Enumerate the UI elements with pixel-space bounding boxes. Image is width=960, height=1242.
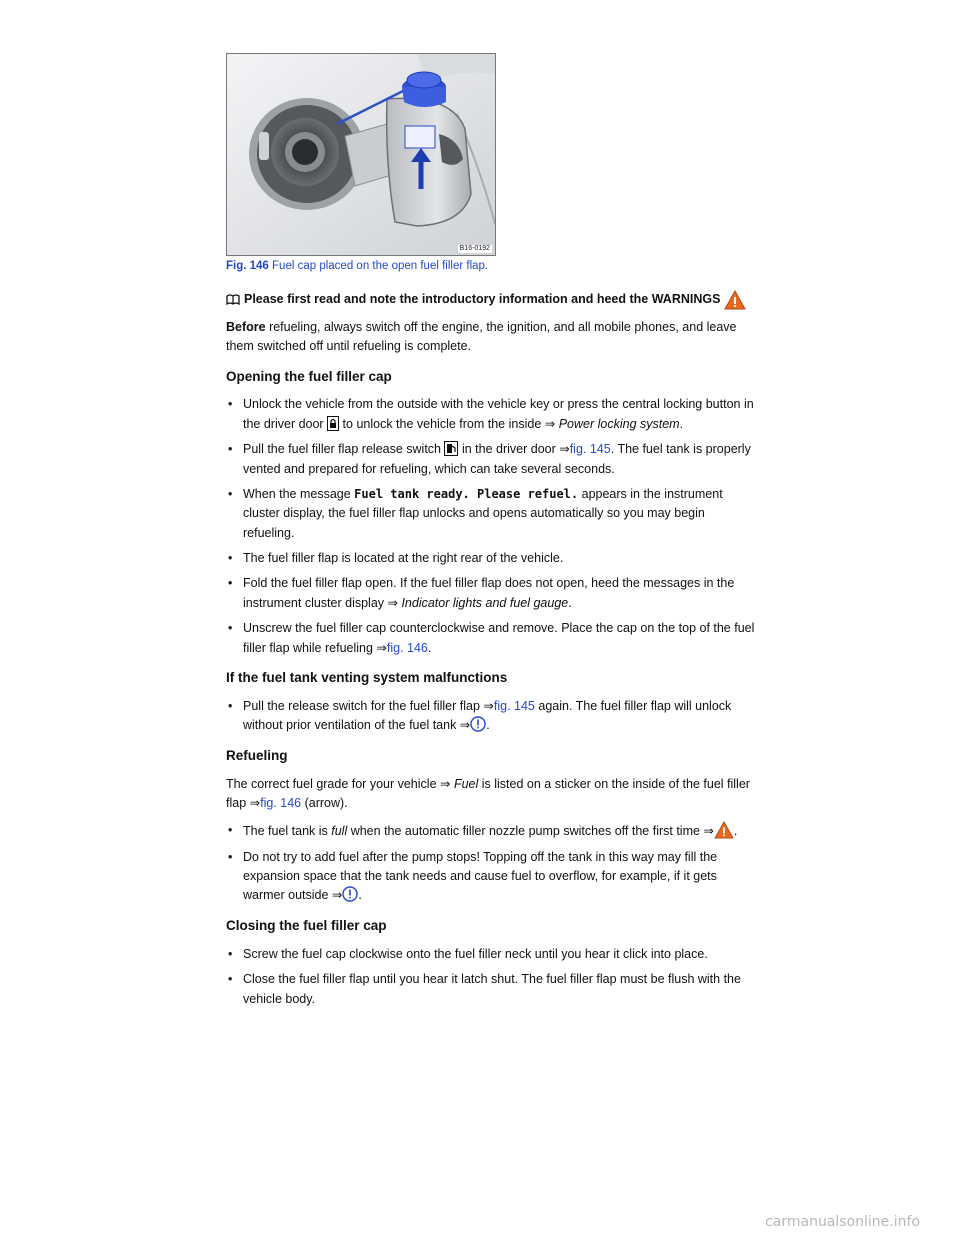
list-item: When the message Fuel tank ready. Please…: [226, 485, 758, 543]
central-lock-button-icon: [327, 415, 340, 431]
list-item: Close the fuel filler flap until you hea…: [226, 970, 758, 1009]
list-item: Unscrew the fuel filler cap counterclock…: [226, 619, 758, 658]
caption-label: Fig. 146: [226, 260, 269, 272]
ref-indicator-lights[interactable]: Indicator lights and fuel gauge: [401, 595, 569, 610]
text-run: .: [733, 824, 738, 839]
text-run: When the message: [243, 486, 355, 501]
text-run: is listed on a sticker on the inside of …: [226, 776, 750, 810]
heading-venting: If the fuel tank venting system malfunct…: [226, 669, 508, 685]
list-item: Fold the fuel filler flap open. If the f…: [226, 574, 758, 613]
text-run: to unlock the vehicle from the inside ⇒: [339, 416, 559, 431]
text-run: .: [679, 416, 684, 431]
text-run: Pull the fuel filler flap release switch: [243, 442, 445, 457]
text-run: Unscrew the fuel filler cap counterclock…: [243, 621, 755, 655]
heading-opening: Opening the fuel filler cap: [226, 368, 392, 384]
figure-146-image: B16-0192: [226, 53, 496, 256]
text-run: appears in the instrument cluster displa…: [243, 486, 723, 540]
watermark: carmanualsonline.info: [765, 1214, 920, 1231]
heading-refueling: Refueling: [226, 747, 288, 763]
link-fig-146[interactable]: fig. 146: [386, 640, 428, 655]
text-run: in the driver door ⇒: [458, 442, 570, 457]
text-run: Pull the release switch for the fuel fil…: [243, 698, 494, 713]
caption-text: Fuel cap placed on the open fuel filler …: [272, 260, 489, 272]
cluster-message: Fuel tank ready. Please refuel.: [354, 486, 579, 501]
text-run: .: [427, 640, 432, 655]
heading-closing: Closing the fuel filler cap: [226, 917, 387, 933]
list-item: Unlock the vehicle from the outside with…: [226, 395, 758, 434]
note-exclamation-icon[interactable]: [342, 886, 359, 903]
text-run: Close the fuel filler flap until you hea…: [243, 972, 741, 1006]
text-run: The fuel tank is: [243, 824, 332, 839]
figure-caption: Fig. 146 Fuel cap placed on the open fue…: [226, 258, 758, 276]
link-fig-145[interactable]: fig. 145: [569, 442, 611, 457]
fuel-filler-illustration: [227, 54, 495, 255]
before-bold: Before: [226, 319, 266, 334]
warning-triangle-icon[interactable]: [724, 289, 747, 310]
list-item: The fuel tank is full when the automatic…: [226, 821, 758, 841]
text-run: Unlock the vehicle from the outside with…: [243, 397, 754, 431]
text-run: The correct fuel grade for your vehicle …: [226, 776, 454, 791]
list-refueling: The fuel tank is full when the automatic…: [226, 821, 758, 906]
text-run: .: [568, 595, 572, 610]
list-item: Pull the fuel filler flap release switch…: [226, 440, 758, 479]
text-run: Screw the fuel cap clockwise onto the fu…: [243, 946, 708, 961]
note-exclamation-icon[interactable]: [470, 716, 486, 732]
list-item: Do not try to add fuel after the pump st…: [226, 848, 758, 906]
ref-fuel[interactable]: Fuel: [453, 776, 479, 791]
fuel-flap-switch-icon: [444, 441, 459, 457]
list-opening: Unlock the vehicle from the outside with…: [226, 395, 758, 658]
intro-line: Please first read and note the introduct…: [226, 289, 758, 310]
text-run: when the automatic filler nozzle pump sw…: [347, 824, 714, 839]
list-item: Screw the fuel cap clockwise onto the fu…: [226, 945, 758, 965]
warning-triangle-icon[interactable]: [714, 821, 734, 839]
text-run: .: [486, 718, 490, 733]
text-run: Fold the fuel filler flap open. If the f…: [243, 576, 735, 610]
book-icon: [226, 294, 240, 306]
text-run: The fuel filler flap is located at the r…: [243, 551, 564, 566]
text-run: Do not try to add fuel after the pump st…: [243, 849, 718, 903]
refueling-paragraph: The correct fuel grade for your vehicle …: [226, 775, 758, 814]
text-run: (arrow).: [301, 795, 348, 810]
before-text: refueling, always switch off the engine,…: [226, 319, 737, 354]
text-run: .: [358, 888, 362, 903]
text-run: again. The fuel filler flap will unlock …: [243, 698, 732, 733]
link-fig-146[interactable]: fig. 146: [260, 795, 302, 810]
list-venting: Pull the release switch for the fuel fil…: [226, 697, 758, 736]
list-closing: Screw the fuel cap clockwise onto the fu…: [226, 945, 758, 1009]
page-content: Fig. 146 Fuel cap placed on the open fue…: [226, 258, 758, 1015]
before-paragraph: Before refueling, always switch off the …: [226, 318, 758, 357]
intro-text: Please first read and note the introduct…: [244, 292, 721, 307]
link-fig-145[interactable]: fig. 145: [493, 698, 535, 713]
list-item: Pull the release switch for the fuel fil…: [226, 697, 758, 736]
figure-code: B16-0192: [457, 244, 492, 253]
text-run: . The fuel tank is properly vented and p…: [243, 442, 751, 476]
emphasis-full: full: [331, 824, 348, 839]
list-item: The fuel filler flap is located at the r…: [226, 549, 758, 569]
ref-power-locking[interactable]: Power locking system: [558, 416, 680, 431]
